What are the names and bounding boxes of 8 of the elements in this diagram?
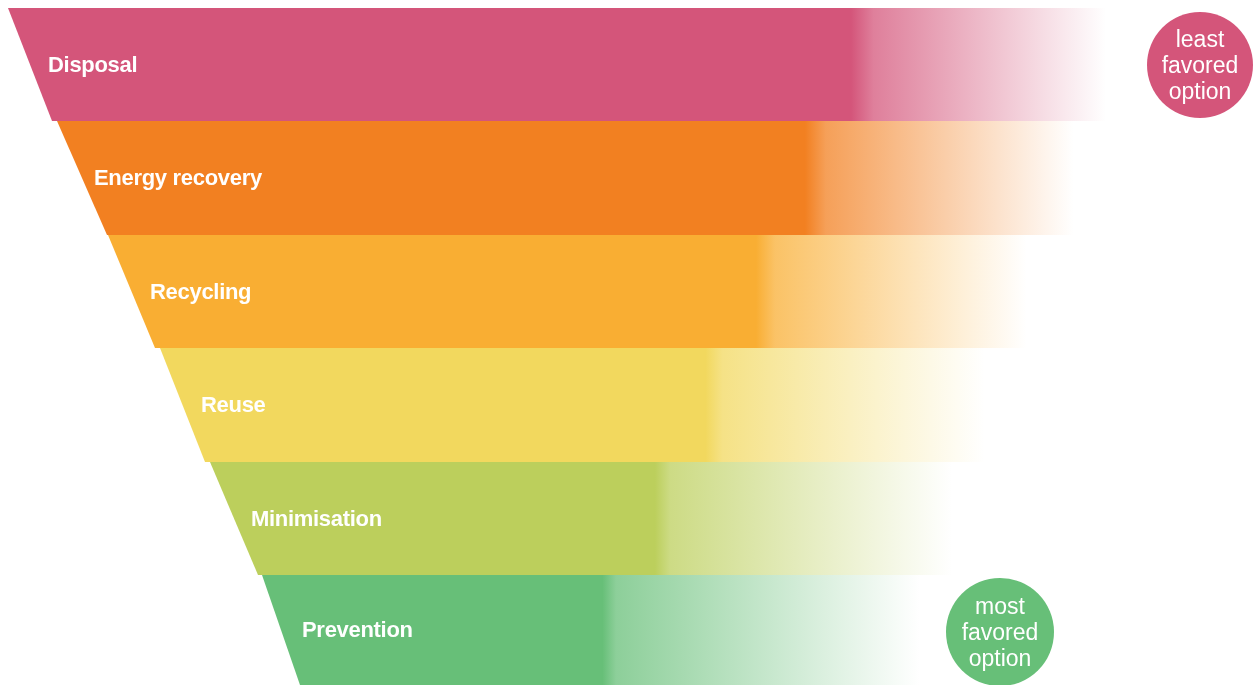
band-label: Disposal [48, 51, 138, 78]
band-label: Recycling [150, 278, 252, 305]
option-badge: most favored option [946, 578, 1054, 685]
band-label: Energy recovery [94, 165, 262, 191]
band-label: Reuse [201, 392, 266, 418]
option-badge: least favored option [1147, 12, 1253, 118]
band-label: Minimisation [251, 505, 382, 532]
band-label: Prevention [302, 617, 413, 643]
